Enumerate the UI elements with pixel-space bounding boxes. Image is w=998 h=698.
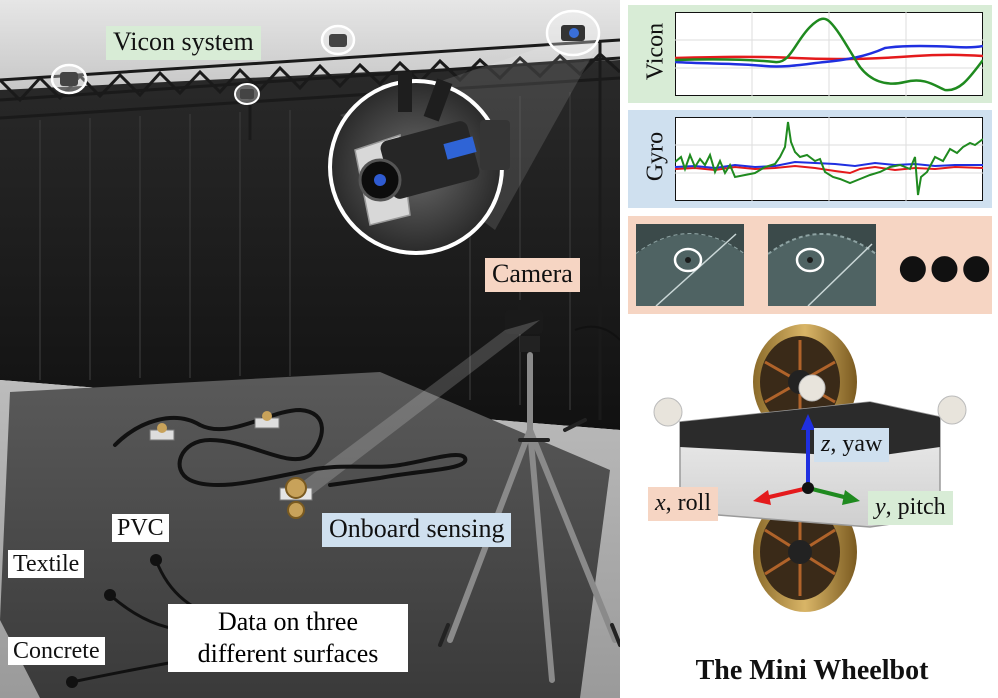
sensing-cone — [285, 320, 540, 500]
z-axis-label: z, yaw — [814, 428, 890, 462]
x-axis-arrow — [764, 486, 809, 500]
marker-ball-left — [653, 397, 683, 427]
vicon-camera-1 — [50, 63, 88, 95]
vicon-plot — [675, 12, 983, 96]
y-axis-arrow — [807, 486, 849, 500]
vicon-camera-4 — [545, 9, 601, 57]
vicon-camera-3 — [320, 24, 356, 56]
surfaces-caption-line2: different surfaces — [197, 639, 379, 668]
lab-scene-illustration — [0, 0, 620, 698]
surfaces-caption-line1: Data on three — [217, 607, 359, 636]
vicon-series-blue — [675, 44, 983, 68]
pvc-label: PVC — [112, 514, 169, 542]
robot-small-2 — [254, 411, 280, 429]
y-axis-symbol: y — [875, 494, 886, 520]
x-axis-label: x, roll — [648, 487, 718, 521]
textile-label: Textile — [8, 550, 85, 578]
gyro-series-green — [675, 121, 983, 196]
more-frames-ellipsis: ●●● — [898, 247, 994, 287]
vicon-panel-label: Vicon — [642, 22, 669, 81]
robot-main — [279, 477, 313, 519]
y-axis-label: y, pitch — [868, 491, 953, 525]
concrete-label: Concrete — [8, 637, 105, 665]
gyro-panel-label: Gyro — [642, 131, 669, 182]
curtain-folds — [39, 92, 571, 410]
marker-ball-top — [798, 374, 826, 402]
vicon-system-label: Vicon system — [106, 26, 261, 60]
camera-frame-1 — [636, 224, 744, 306]
camera-label: Camera — [485, 258, 580, 292]
z-axis-name: , yaw — [830, 431, 883, 457]
z-axis-symbol: z — [821, 431, 831, 457]
y-axis-name: , pitch — [885, 494, 946, 520]
tripod-joints — [438, 418, 620, 647]
robot-small-1 — [149, 423, 175, 441]
robot-trajectory — [113, 407, 468, 488]
gyro-series-blue — [675, 160, 983, 170]
vicon-camera-2 — [234, 83, 260, 105]
truss-frame — [0, 38, 620, 420]
tripod-camera — [505, 300, 620, 352]
x-axis-name: , roll — [665, 490, 711, 516]
origin-dot — [802, 482, 814, 494]
x-axis-symbol: x — [655, 490, 666, 516]
figure-title: The Mini Wheelbot — [695, 655, 929, 686]
camera-frame-2 — [768, 224, 876, 306]
vicon-camera-zoom — [328, 72, 510, 255]
surfaces-caption: Data on three different surfaces — [168, 604, 408, 672]
vicon-series-green — [675, 17, 983, 92]
marker-ball-right — [937, 395, 967, 425]
gyro-plot — [675, 117, 983, 201]
surface-markers — [66, 554, 162, 688]
onboard-sensing-label: Onboard sensing — [322, 513, 512, 547]
